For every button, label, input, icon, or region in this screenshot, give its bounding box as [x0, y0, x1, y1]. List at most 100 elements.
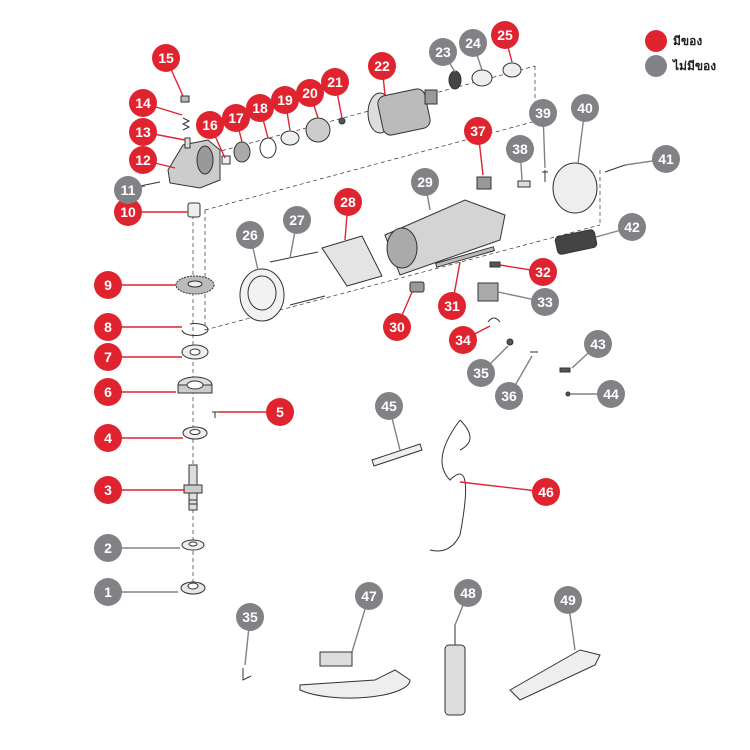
legend-out-of-stock-swatch: [645, 55, 667, 77]
part-guard-47: [299, 669, 411, 699]
part-callout-1: 1: [94, 578, 122, 606]
part-guard-47-collar: [319, 651, 353, 667]
part-callout-2: 2: [94, 534, 122, 562]
part-callout-15: 15: [152, 44, 180, 72]
part-switch-button-30: [409, 281, 425, 293]
part-callout-11: 11: [114, 176, 142, 204]
part-callout-45: 45: [375, 392, 403, 420]
part-bearing-23: [448, 70, 462, 90]
part-switch-rod: [434, 246, 496, 268]
part-long-screw: [289, 295, 326, 306]
part-callout-18: 18: [246, 94, 274, 122]
part-callout-35: 35: [467, 359, 495, 387]
part-washer-25: [502, 62, 522, 78]
part-callout-34: 34: [449, 326, 477, 354]
part-callout-42: 42: [618, 213, 646, 241]
part-callout-27: 27: [283, 206, 311, 234]
part-washer-19: [280, 130, 300, 146]
part-spindle-collar: [183, 484, 203, 494]
part-needle-bearing: [187, 202, 201, 218]
part-callout-4: 4: [94, 424, 122, 452]
part-screw-21: [338, 117, 346, 125]
part-flange-nut-hole: [187, 582, 199, 590]
part-bearing-hole: [189, 348, 201, 356]
part-callout-25: 25: [491, 21, 519, 49]
part-washer-hole: [189, 429, 201, 435]
part-callout-44: 44: [597, 380, 625, 408]
part-clip-38: [517, 180, 531, 188]
part-callout-7: 7: [94, 343, 122, 371]
part-spring-32: [489, 261, 501, 268]
callout-leader-46: [459, 481, 547, 493]
part-wrench-45: [371, 443, 423, 467]
part-spanner-49: [509, 649, 601, 701]
part-callout-43: 43: [584, 330, 612, 358]
part-bearing-17: [233, 141, 251, 163]
part-cord-guard-42: [554, 229, 598, 255]
part-bearing-plate-hole: [186, 380, 204, 390]
part-callout-37: 37: [464, 117, 492, 145]
part-armature-commutator: [424, 89, 438, 105]
part-callout-23: 23: [429, 38, 457, 66]
part-callout-48: 48: [454, 579, 482, 607]
part-screw-11: [139, 181, 161, 187]
part-ring-24: [471, 69, 493, 87]
part-callout-12: 12: [129, 146, 157, 174]
part-callout-46: 46: [532, 478, 560, 506]
part-callout-33: 33: [531, 288, 559, 316]
part-callout-8: 8: [94, 313, 122, 341]
part-connector-37: [476, 176, 492, 190]
part-screw-5: [212, 411, 218, 418]
part-callout-20: 20: [296, 79, 324, 107]
part-circlip: [181, 323, 209, 337]
part-bearing-retainer-20: [305, 117, 331, 143]
part-callout-36: 36: [495, 382, 523, 410]
legend-out-of-stock-label: ไม่มีของ: [673, 59, 717, 73]
part-rear-cap-40: [552, 162, 598, 214]
part-screw-35: [506, 338, 514, 346]
part-callout-28: 28: [334, 188, 362, 216]
part-callout-40: 40: [571, 94, 599, 122]
legend-in-stock-label: มีของ: [673, 34, 703, 48]
part-callout-29: 29: [411, 168, 439, 196]
part-callout-47: 47: [355, 582, 383, 610]
legend-in-stock-swatch: [645, 30, 667, 52]
part-lock-pin: [184, 137, 191, 149]
part-screw-44: [565, 391, 571, 397]
part-motor-housing-front: [386, 227, 418, 269]
part-inner-flange-hole: [188, 541, 198, 547]
part-callout-6: 6: [94, 378, 122, 406]
part-callout-17: 17: [222, 104, 250, 132]
part-armature-core: [377, 88, 431, 136]
guide-line: [204, 224, 601, 331]
part-callout-49: 49: [554, 586, 582, 614]
part-spring-43: [559, 367, 571, 373]
part-callout-3: 3: [94, 476, 122, 504]
part-lock-button: [180, 95, 190, 103]
part-callout-5: 5: [266, 398, 294, 426]
part-callout-16: 16: [196, 111, 224, 139]
part-gear-housing-boss: [196, 145, 214, 175]
part-callout-31: 31: [438, 292, 466, 320]
part-side-handle-48: [444, 644, 466, 716]
part-spring: [181, 117, 191, 131]
part-callout-39: 39: [529, 99, 557, 127]
part-nose-cover: [239, 268, 285, 322]
part-callout-35: 35: [236, 603, 264, 631]
part-screw-39: [542, 170, 548, 182]
part-callout-38: 38: [506, 135, 534, 163]
guide-line: [194, 65, 536, 159]
part-long-screw: [269, 251, 319, 263]
part-callout-30: 30: [383, 313, 411, 341]
part-baffle-28: [321, 235, 383, 287]
part-clip-35b: [242, 668, 252, 681]
part-callout-21: 21: [321, 68, 349, 96]
part-callout-26: 26: [236, 221, 264, 249]
part-callout-24: 24: [459, 29, 487, 57]
part-screw-41: [604, 164, 626, 173]
part-callout-22: 22: [368, 52, 396, 80]
part-clip-34: [487, 317, 501, 323]
part-power-cord: [429, 419, 471, 552]
